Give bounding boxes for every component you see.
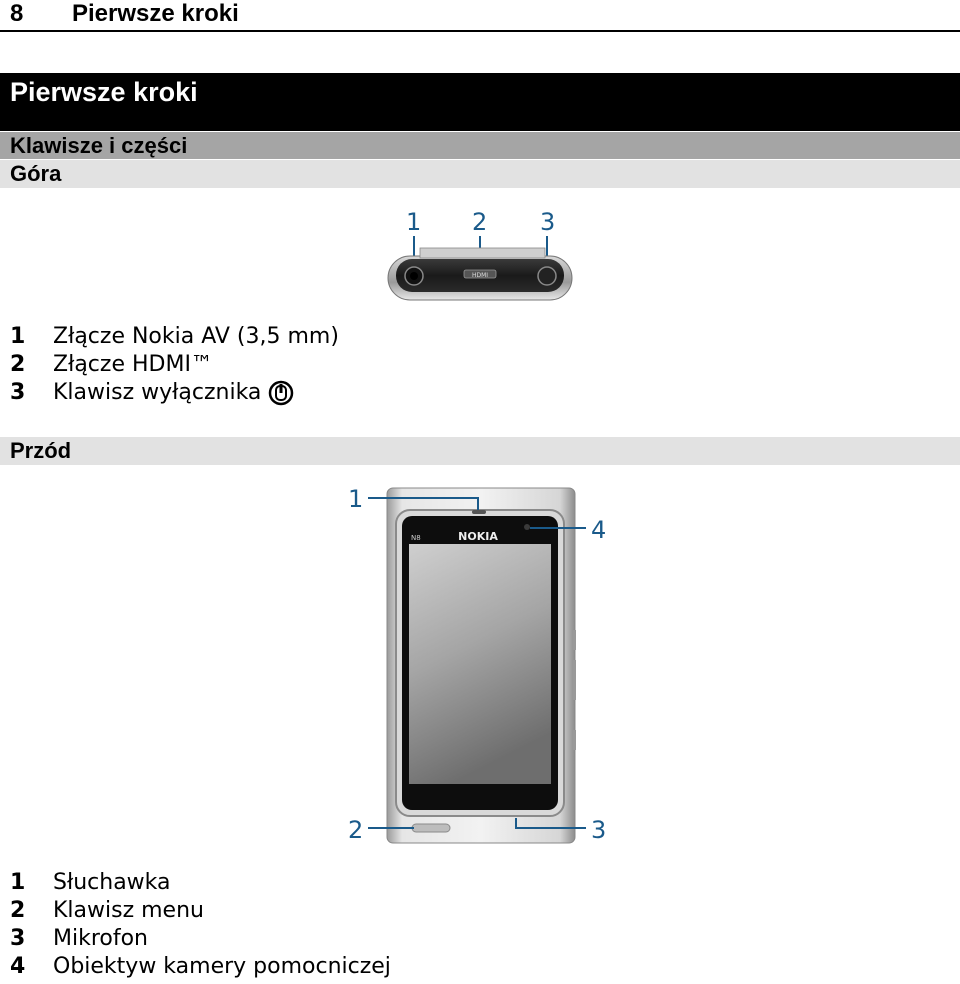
legend-number: 1 bbox=[10, 870, 26, 895]
legend-label: Złącze Nokia AV (3,5 mm) bbox=[53, 324, 339, 349]
power-key-icon bbox=[537, 266, 557, 286]
hdmi-port-icon: HDMI bbox=[463, 269, 497, 279]
legend-item: 3 Mikrofon bbox=[10, 925, 391, 953]
legend-number: 1 bbox=[10, 324, 26, 349]
subsection-title-front: Przód bbox=[10, 438, 72, 463]
legend-label: Klawisz menu bbox=[53, 898, 204, 923]
legend-label: Klawisz wyłącznika bbox=[53, 380, 262, 405]
front-leader-1 bbox=[368, 497, 479, 510]
legend-item: 2 Klawisz menu bbox=[10, 897, 391, 925]
av-jack-icon bbox=[404, 266, 424, 286]
section-bar bbox=[0, 132, 960, 159]
front-callout-3: 3 bbox=[591, 816, 606, 844]
front-callout-1: 1 bbox=[348, 485, 363, 513]
menu-key bbox=[411, 823, 451, 833]
legend-item: 3 Klawisz wyłącznika bbox=[10, 379, 339, 407]
legend-number: 3 bbox=[10, 926, 26, 951]
chapter-title: Pierwsze kroki bbox=[10, 77, 198, 107]
subsection-title-top: Góra bbox=[10, 161, 62, 186]
legend-label: Słuchawka bbox=[53, 870, 171, 895]
front-callout-2: 2 bbox=[348, 816, 363, 844]
earpiece-slot bbox=[472, 510, 486, 514]
running-header: 8 Pierwsze kroki bbox=[0, 0, 960, 32]
top-callout-2: 2 bbox=[472, 208, 487, 236]
legend-number: 4 bbox=[10, 954, 26, 979]
chapter-bar bbox=[0, 73, 960, 131]
legend-number: 3 bbox=[10, 380, 26, 405]
section-title: Klawisze i części bbox=[10, 133, 188, 158]
phone-front-view-illustration: N8 NOKIA 1 4 2 3 bbox=[348, 485, 606, 844]
front-legend: 1 Słuchawka 2 Klawisz menu 3 Mikrofon 4 … bbox=[10, 869, 391, 981]
front-leader-3 bbox=[515, 818, 586, 829]
top-legend: 1 Złącze Nokia AV (3,5 mm) 2 Złącze HDMI… bbox=[10, 323, 339, 407]
top-callout-3: 3 bbox=[540, 208, 555, 236]
page-number: 8 bbox=[10, 0, 24, 27]
legend-label: Mikrofon bbox=[53, 926, 149, 951]
legend-item: 1 Złącze Nokia AV (3,5 mm) bbox=[10, 323, 339, 351]
subsection-bar-top bbox=[0, 160, 960, 188]
phone-model-label: N8 bbox=[411, 534, 421, 542]
legend-label: Obiektyw kamery pomocniczej bbox=[53, 954, 391, 979]
legend-label: Złącze HDMI™ bbox=[53, 352, 213, 377]
hdmi-port-label: HDMI bbox=[472, 272, 488, 279]
phone-top-view-illustration: 1 2 3 HDMI bbox=[387, 208, 573, 301]
top-callout-1: 1 bbox=[406, 208, 421, 236]
subsection-bar-front bbox=[0, 437, 960, 465]
front-camera-lens bbox=[524, 524, 530, 530]
legend-item: 4 Obiektyw kamery pomocniczej bbox=[10, 953, 391, 981]
phone-screen bbox=[409, 544, 551, 784]
legend-item: 1 Słuchawka bbox=[10, 869, 391, 897]
front-callout-4: 4 bbox=[591, 516, 606, 544]
power-icon bbox=[269, 380, 294, 406]
legend-item: 2 Złącze HDMI™ bbox=[10, 351, 339, 379]
running-header-title: Pierwsze kroki bbox=[72, 0, 239, 27]
phone-brand-logo: NOKIA bbox=[458, 530, 498, 543]
legend-number: 2 bbox=[10, 898, 26, 923]
legend-number: 2 bbox=[10, 352, 26, 377]
